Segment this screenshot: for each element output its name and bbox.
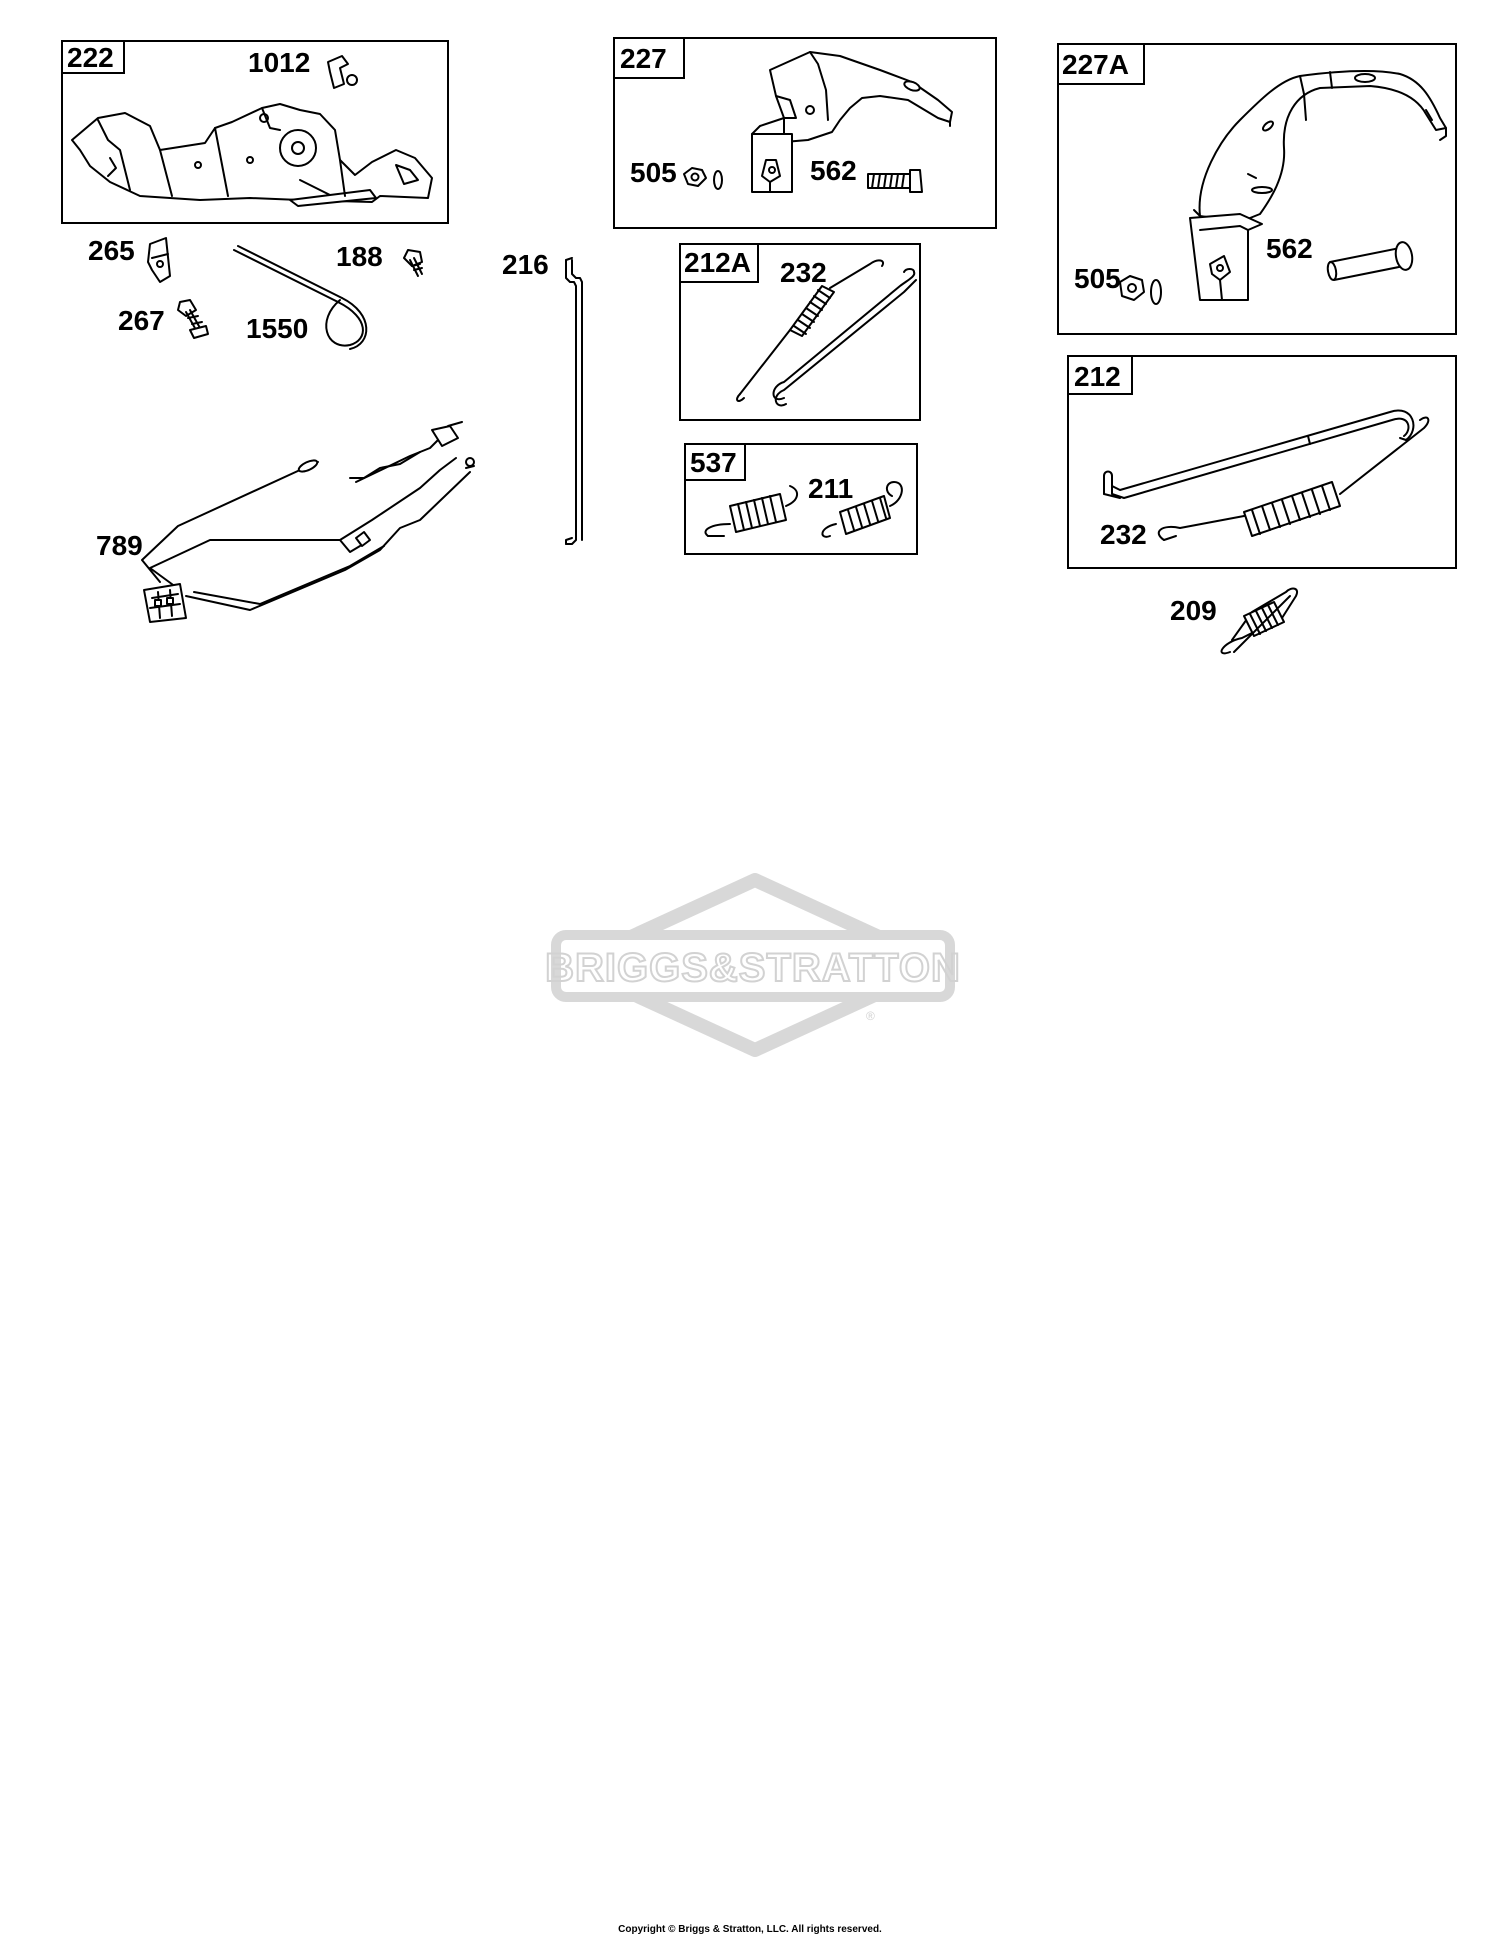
part-212-rod: [1103, 409, 1415, 499]
part-562-bolt-a: [867, 169, 923, 193]
part-227A-bracket: [1189, 69, 1447, 301]
callout-1012: 1012: [248, 47, 310, 78]
part-1012-clip: [327, 55, 358, 89]
part-group-227: 227 505 562: [613, 37, 997, 229]
watermark-text: BRIGGS&STRATTON: [545, 946, 961, 990]
part-537-spring: [704, 485, 798, 537]
part-group-212A: 212A 232: [679, 243, 921, 421]
box-frame-227A: [1057, 43, 1457, 335]
part-789-control-cable: [141, 421, 475, 623]
callout-1550: 1550: [246, 313, 308, 344]
callout-505-b: 505: [1074, 263, 1121, 294]
box-label-227: 227: [620, 43, 667, 74]
callout-211: 211: [808, 473, 853, 504]
watermark-registered-mark: ®: [866, 1009, 875, 1023]
part-267-bolt: [177, 299, 209, 339]
part-216-link-rod: [565, 257, 583, 545]
part-227-bracket: [751, 51, 953, 193]
callout-209: 209: [1170, 595, 1217, 626]
copyright-notice: Copyright © Briggs & Stratton, LLC. All …: [618, 1924, 882, 1935]
part-group-227A: 227A 505 562: [1057, 43, 1457, 335]
box-tab-227: [613, 37, 685, 79]
box-tab-212A: [679, 243, 759, 283]
briggs-stratton-watermark: BRIGGS&STRATTON ®: [544, 873, 961, 1057]
box-label-222: 222: [67, 42, 114, 73]
callout-265: 265: [88, 235, 135, 266]
box-label-212A: 212A: [684, 247, 751, 278]
callout-188: 188: [336, 241, 383, 272]
part-222-control-bracket: [71, 103, 433, 207]
box-label-537: 537: [690, 447, 737, 478]
box-tab-227A: [1057, 43, 1145, 85]
box-frame-537: [684, 443, 918, 555]
box-tab-222: [61, 40, 125, 74]
callout-232-a: 232: [780, 257, 827, 288]
part-232-spring-rod-a: [736, 259, 917, 407]
box-label-227A: 227A: [1062, 49, 1129, 80]
part-505-nut-b: [1119, 275, 1162, 305]
callout-789: 789: [96, 530, 143, 561]
callout-505-a: 505: [630, 157, 677, 188]
callout-216: 216: [502, 249, 549, 280]
callout-232-b: 232: [1100, 519, 1147, 550]
part-group-222: 222 1012 265: [61, 40, 475, 623]
box-tab-537: [684, 443, 746, 481]
box-frame-222: [61, 40, 449, 224]
part-505-nut-a: [683, 167, 723, 190]
box-frame-212: [1067, 355, 1457, 569]
box-frame-227: [613, 37, 997, 229]
part-188-bolt: [403, 249, 423, 277]
callout-562-a: 562: [810, 155, 857, 186]
box-tab-212: [1067, 355, 1133, 395]
part-1550-wire-spring: [233, 245, 368, 350]
part-group-212: 212 232: [1067, 355, 1457, 569]
callout-562-b: 562: [1266, 233, 1313, 264]
part-265-cable-clip: [147, 237, 171, 283]
part-562-bolt-b: [1326, 241, 1414, 281]
box-frame-212A: [679, 243, 921, 421]
part-211-spring: [821, 481, 903, 538]
box-label-212: 212: [1074, 361, 1121, 392]
part-209-spring: [1220, 587, 1298, 655]
callout-267: 267: [118, 305, 165, 336]
part-group-537: 537 211: [684, 443, 918, 555]
part-232-spring-b: [1157, 416, 1430, 541]
